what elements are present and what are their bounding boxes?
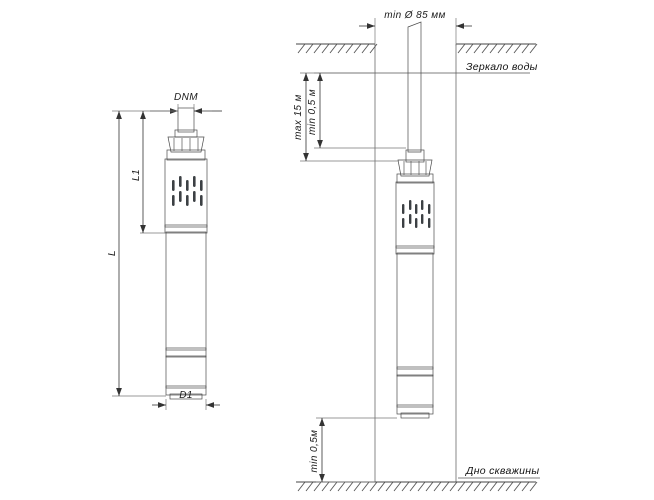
motor-barrel-upper: [165, 231, 207, 358]
label-d1: D1: [179, 390, 193, 401]
label-max-depth: max 15 м: [293, 94, 304, 140]
ground-hatching-right: [457, 43, 538, 54]
water-level-line: Зеркало воды: [318, 61, 538, 74]
label-l1: L1: [131, 169, 142, 181]
dimension-min-submersion: min 0,5 м: [307, 72, 406, 149]
pump-head: [166, 136, 206, 161]
left-pump-assembly: DNM L1 L D1: [107, 92, 222, 410]
intake-screen-section: [164, 158, 208, 234]
label-well-bottom: Дно скважины: [465, 465, 539, 477]
motor-barrel-lower: [165, 355, 207, 400]
riser-hose: [407, 21, 422, 153]
well-bottom-annotation: Дно скважины: [458, 465, 540, 479]
label-water-level: Зеркало воды: [466, 61, 538, 73]
right-intake-screen: [395, 181, 435, 255]
right-well-assembly: Зеркало воды: [293, 10, 540, 492]
ground-surface-right: [456, 43, 538, 54]
label-dnm: DNM: [174, 92, 198, 103]
dimension-d1: D1: [152, 390, 220, 410]
ground-hatching-bottom: [297, 481, 538, 492]
right-intake-slots: [402, 200, 431, 228]
dimension-l: L: [107, 110, 166, 397]
dimension-l1: L1: [131, 110, 178, 234]
label-min-submersion: min 0,5 м: [307, 89, 318, 135]
label-bottom-clearance: min 0,5м: [309, 430, 320, 473]
dimension-bore-diameter: min Ø 85 мм: [359, 10, 472, 46]
right-pump-neck: [396, 149, 434, 184]
intake-slots: [172, 176, 203, 206]
borehole-walls: [374, 44, 457, 482]
ground-surface-left: [296, 43, 378, 54]
ground-hatching-left: [297, 43, 378, 54]
right-motor-barrel: [396, 252, 434, 419]
well-bottom: [296, 481, 538, 492]
dimension-bottom-clearance: min 0,5м: [309, 417, 397, 483]
label-bore-diameter: min Ø 85 мм: [384, 10, 445, 21]
label-l: L: [107, 250, 118, 256]
dimension-dnm: DNM: [150, 92, 222, 116]
